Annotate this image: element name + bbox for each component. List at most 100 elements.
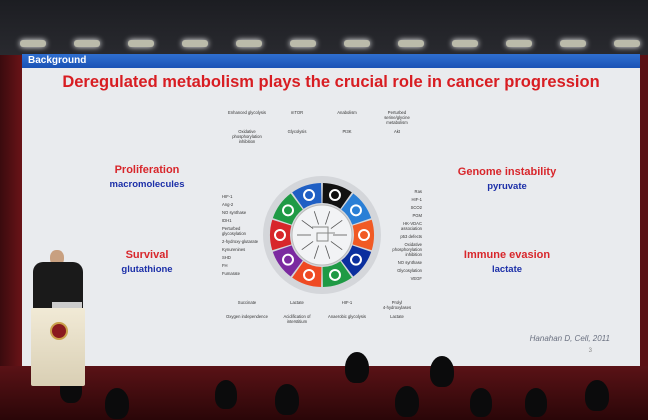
ceiling-light — [290, 40, 316, 47]
pathway-label: 2-hydroxy-glutarate — [222, 239, 259, 244]
pathway-label: VEGF — [411, 276, 423, 281]
quadrant-proliferation: Proliferation macromolecules — [87, 164, 207, 190]
pathway-label: Glycolysis — [288, 129, 307, 134]
arrow — [330, 241, 343, 251]
pathway-label: HIF-1 — [222, 194, 233, 199]
pathway-label: NO synthase — [222, 210, 247, 215]
pathway-label: Lactate — [390, 314, 404, 319]
pathway-label: Oxygen independence — [226, 314, 269, 319]
pathway-label: HIF-1 — [412, 197, 423, 202]
hallmark-icon — [328, 189, 341, 202]
quadrant-sub: pyruvate — [487, 181, 527, 192]
hallmark-segment — [270, 219, 292, 251]
quadrant-immune: Immune evasion lactate — [437, 249, 577, 275]
curtain — [638, 55, 648, 385]
hallmark-segment — [292, 261, 322, 287]
hallmark-icon — [282, 204, 295, 217]
slide-title: Deregulated metabolism plays the crucial… — [62, 73, 600, 91]
hallmark-segment — [272, 245, 303, 277]
arrow — [325, 245, 331, 259]
quadrant-heading: Survival — [125, 249, 169, 261]
pathway-label: p53 defects — [400, 234, 422, 239]
pathway-label: Kynurenines — [222, 247, 245, 252]
pathway-label: HIF-1 — [342, 300, 353, 305]
hallmark-segment — [352, 219, 374, 251]
pathway-label: SCO2 — [411, 205, 423, 210]
ceiling-light — [128, 40, 154, 47]
pathway-label: NO synthase — [398, 260, 423, 265]
arrow — [330, 219, 343, 229]
hallmark-segment — [292, 183, 322, 209]
audience-head — [215, 380, 237, 409]
hallmark-icon — [349, 204, 362, 217]
ceiling-light — [452, 40, 478, 47]
arrow — [301, 241, 314, 251]
audience-head — [470, 388, 492, 417]
university-seal — [50, 322, 68, 340]
pathway-label: Anabolism — [337, 110, 357, 115]
pathway-label: Akt — [394, 129, 401, 134]
quadrant-survival: Survival glutathione — [92, 249, 202, 275]
quadrant-heading: Proliferation — [114, 164, 180, 176]
ceiling-light — [398, 40, 424, 47]
ceiling-light — [344, 40, 370, 47]
ceiling-light — [236, 40, 262, 47]
hallmark-segment — [341, 245, 372, 277]
auditorium-seats — [0, 352, 648, 420]
arrow — [313, 211, 319, 225]
hallmark-segment — [322, 261, 352, 287]
audience-head — [345, 352, 369, 384]
inner-circle — [291, 204, 353, 266]
pathway-label: PGM — [412, 213, 422, 218]
pathway-label: Ang-2 — [222, 202, 234, 207]
podium — [31, 308, 85, 386]
audience-head — [585, 380, 609, 412]
hallmark-icon — [303, 189, 316, 202]
hallmark-segment — [322, 183, 352, 209]
arrow — [325, 211, 331, 225]
ceiling-light — [20, 40, 46, 47]
pathway-label: PI3K — [342, 129, 351, 134]
hallmark-icon — [282, 253, 295, 266]
pathway-label: Lactate — [290, 300, 304, 305]
ceiling-light — [614, 40, 640, 47]
quadrant-heading: Immune evasion — [463, 249, 551, 261]
audience-head — [430, 356, 454, 388]
arrow — [313, 245, 319, 259]
section-label: Background — [28, 55, 87, 66]
pathway-label: Fumarate — [222, 271, 241, 276]
ceiling-light — [560, 40, 586, 47]
pathway-label: Succinate — [238, 300, 257, 305]
quadrant-sub: lactate — [491, 264, 523, 275]
pathway-label: Anaerobic glycolysis — [328, 314, 366, 319]
hallmark-segment — [272, 193, 303, 225]
arrow — [301, 219, 314, 229]
hallmark-icon — [328, 268, 341, 281]
hallmark-icon — [303, 268, 316, 281]
audience-head — [275, 384, 299, 416]
hallmark-icon — [274, 229, 286, 241]
pathway-label: IDH1 — [222, 218, 232, 223]
quadrant-sub: glutathione — [121, 264, 173, 275]
ceiling-light — [506, 40, 532, 47]
pathway-label: Enhanced glycolysis — [228, 110, 266, 115]
ceiling — [0, 0, 648, 60]
citation: Hanahan D, Cell, 2011 — [529, 334, 610, 343]
hallmark-icon — [358, 229, 370, 241]
hallmark-segment — [341, 193, 372, 225]
pathway-label: Ras — [415, 189, 422, 194]
hallmark-icon — [349, 253, 362, 266]
page-number: 3 — [588, 348, 592, 354]
audience-head — [105, 388, 129, 420]
quadrant-sub: macromolecules — [109, 179, 185, 190]
projection-screen: Background Deregulated metabolism plays … — [22, 54, 640, 366]
